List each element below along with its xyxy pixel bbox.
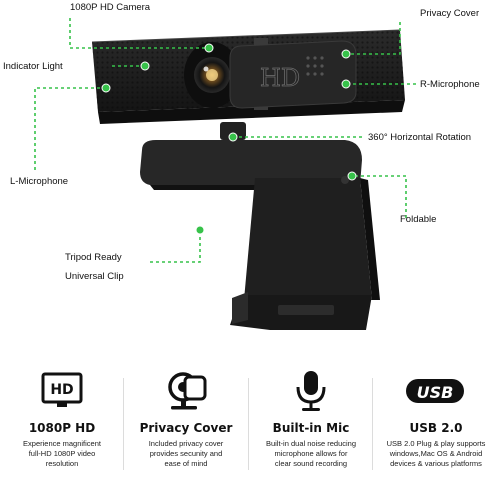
callout-lines [34,18,416,263]
callout-universal-clip: Universal Clip [65,271,124,282]
feature-title: Built-in Mic [272,421,350,435]
callout-dots [101,43,357,235]
rotation-hinge [220,122,246,140]
feature-separator [123,378,124,470]
hd-screen-icon: HD [41,372,83,407]
camera-lens [184,42,240,108]
feature-title: 1080P HD [28,421,96,435]
privacy-cover: HD [229,38,357,110]
clip-top [140,140,362,185]
callout-r-microphone: R-Microphone [420,79,480,90]
feature-separator [248,378,249,470]
cover-hd-label: HD [260,64,300,92]
callout-foldable: Foldable [400,214,437,225]
usb-icon: USB [406,379,464,403]
feature-usb: USB USB 2.0 USB 2.0 Plug & play supports… [380,368,492,469]
feature-title: Privacy Cover [139,421,233,435]
svg-text:USB: USB [417,383,454,402]
callout-l-microphone: L-Microphone [10,176,69,187]
feature-built-in-mic: Built-in Mic Built-in dual noise reducin… [255,368,367,469]
callout-rotation: 360° Horizontal Rotation [368,132,472,143]
callout-indicator-light: Indicator Light [3,61,63,72]
callout-camera: 1080P HD Camera [70,2,151,13]
clip-front [244,178,372,300]
callout-tripod-ready: Tripod Ready [65,252,122,263]
feature-separator [372,378,373,470]
svg-text:HD: HD [50,382,73,398]
feature-title: USB 2.0 [409,421,463,435]
webcam-illustration: HD [34,18,416,330]
microphone-icon [296,371,326,411]
callout-privacy-cover: Privacy Cover [420,8,480,19]
privacy-cover-icon [168,372,207,410]
